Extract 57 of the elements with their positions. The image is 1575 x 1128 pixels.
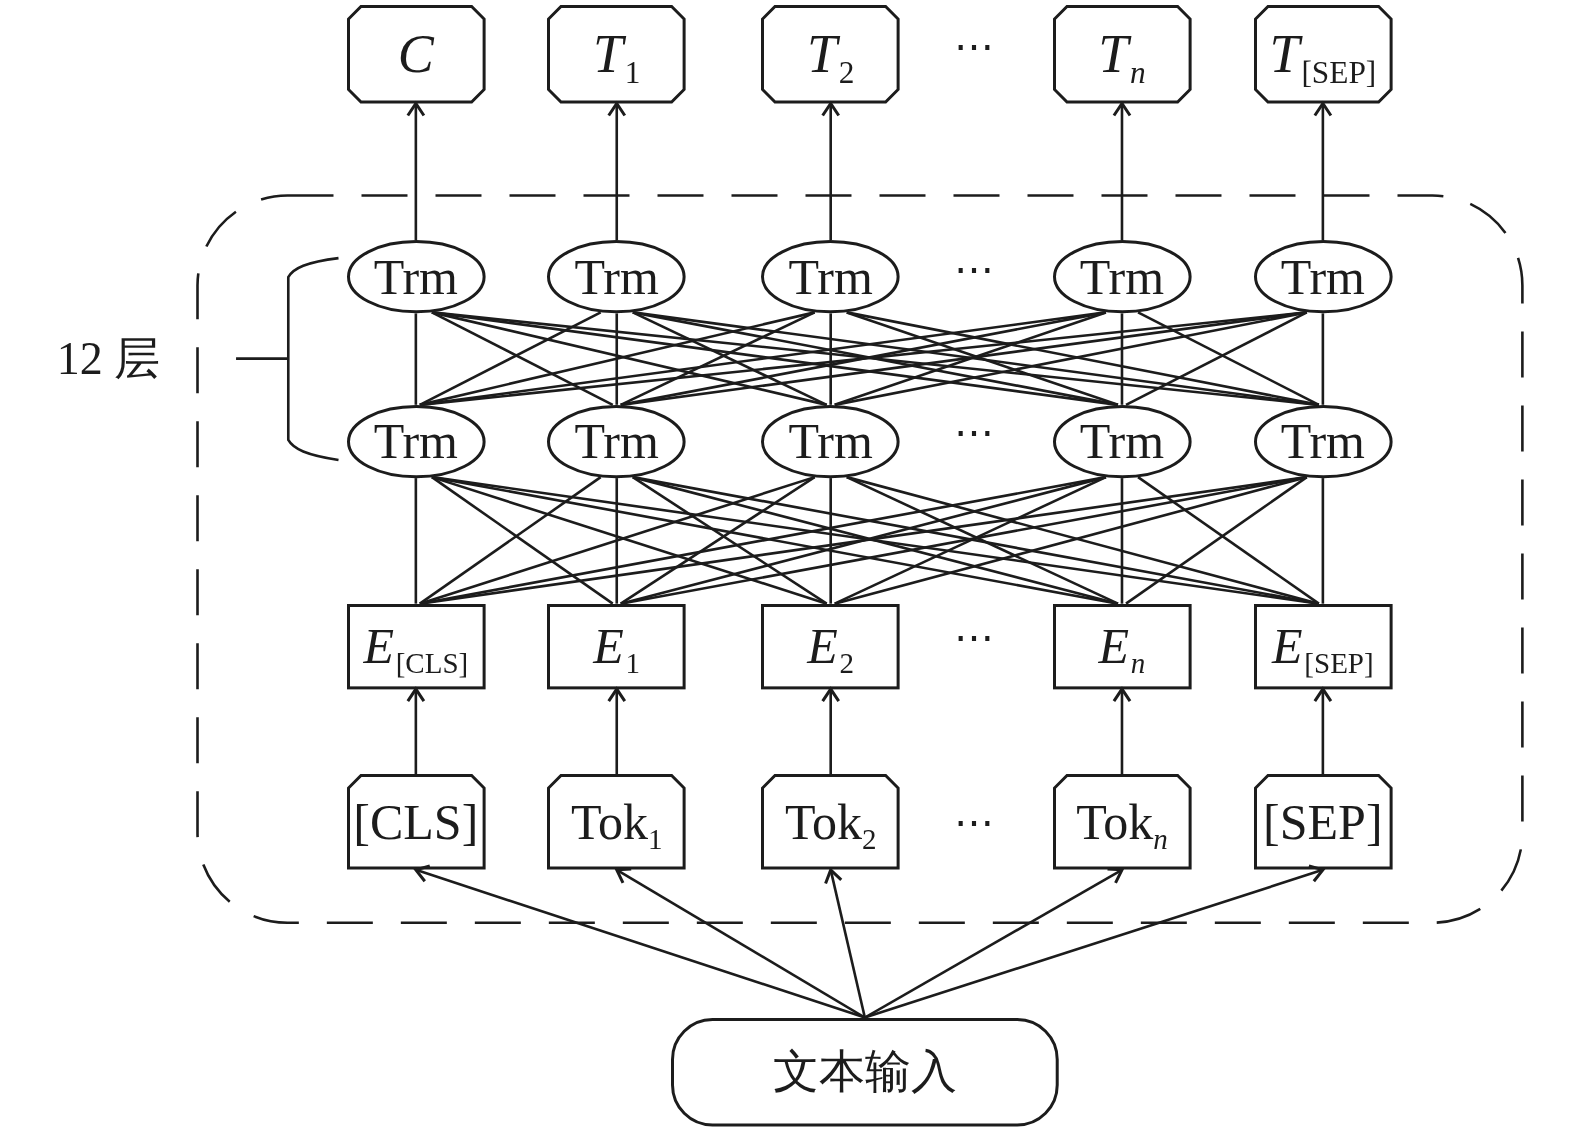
token-box: [SEP]: [1253, 774, 1393, 870]
trm-ellipse: Trm: [1052, 404, 1192, 479]
ellipsis: ⋯: [954, 616, 995, 657]
arrow: [864, 867, 1124, 1019]
trm-ellipse: Trm: [547, 240, 687, 314]
output-box: T$_{n}$: [1052, 5, 1192, 104]
output-box: C: [346, 5, 486, 104]
layer-count-label: 12 层: [56, 335, 161, 382]
embedding-box: E$_{[CLS]}$: [346, 603, 486, 690]
trm-ellipse: Trm: [346, 404, 486, 479]
connection-line: [829, 478, 832, 604]
connection-line: [615, 478, 619, 604]
connection-line: [1321, 478, 1325, 604]
embedding-box: E$_{2}$: [761, 603, 900, 690]
trm-ellipse: Trm: [547, 404, 687, 479]
arrow: [1112, 101, 1132, 241]
arrow: [607, 101, 627, 241]
arrow: [607, 687, 627, 775]
ellipsis: ⋯: [954, 26, 995, 67]
embedding-box: E$_{[SEP]}$: [1253, 603, 1393, 690]
connection-line: [414, 313, 418, 405]
ellipsis: ⋯: [954, 411, 995, 452]
connection-line: [829, 313, 832, 405]
connection-line: [414, 478, 418, 604]
ellipsis: ⋯: [954, 801, 995, 842]
trm-ellipse: Trm: [346, 240, 486, 314]
arrow: [406, 687, 426, 775]
arrow: [406, 101, 426, 241]
arrow: [821, 687, 841, 775]
trm-ellipse: Trm: [761, 404, 900, 479]
arrow: [864, 864, 1325, 1019]
arrow: [1313, 687, 1333, 775]
trm-ellipse: Trm: [1253, 240, 1393, 314]
connection-line: [1120, 313, 1124, 405]
output-box: T$_{[SEP]}$: [1253, 5, 1393, 104]
input-box: 文本输入: [670, 1017, 1059, 1126]
embedding-box: E$_{1}$: [547, 603, 687, 690]
connection-line: [1120, 478, 1124, 604]
arrow: [1112, 687, 1132, 775]
token-box: Tok$_{1}$: [547, 774, 687, 870]
token-box: Tok$_{n}$: [1052, 774, 1192, 870]
output-box: T$_{2}$: [761, 5, 900, 104]
ellipsis: ⋯: [954, 249, 995, 290]
dashed-frame: [195, 193, 1524, 925]
trm-ellipse: Trm: [761, 240, 900, 314]
connection-line: [1321, 313, 1325, 405]
token-box: Tok$_{2}$: [761, 774, 900, 870]
trm-ellipse: Trm: [1253, 404, 1393, 479]
arrow: [615, 867, 866, 1019]
arrow: [1313, 101, 1333, 241]
arrow: [824, 868, 867, 1018]
trm-ellipse: Trm: [1052, 240, 1192, 314]
output-box: T$_{1}$: [547, 5, 687, 104]
token-box: [CLS]: [346, 774, 486, 870]
connection-line: [615, 313, 619, 405]
arrow: [821, 101, 841, 241]
embedding-box: E$_{n}$: [1052, 603, 1192, 690]
